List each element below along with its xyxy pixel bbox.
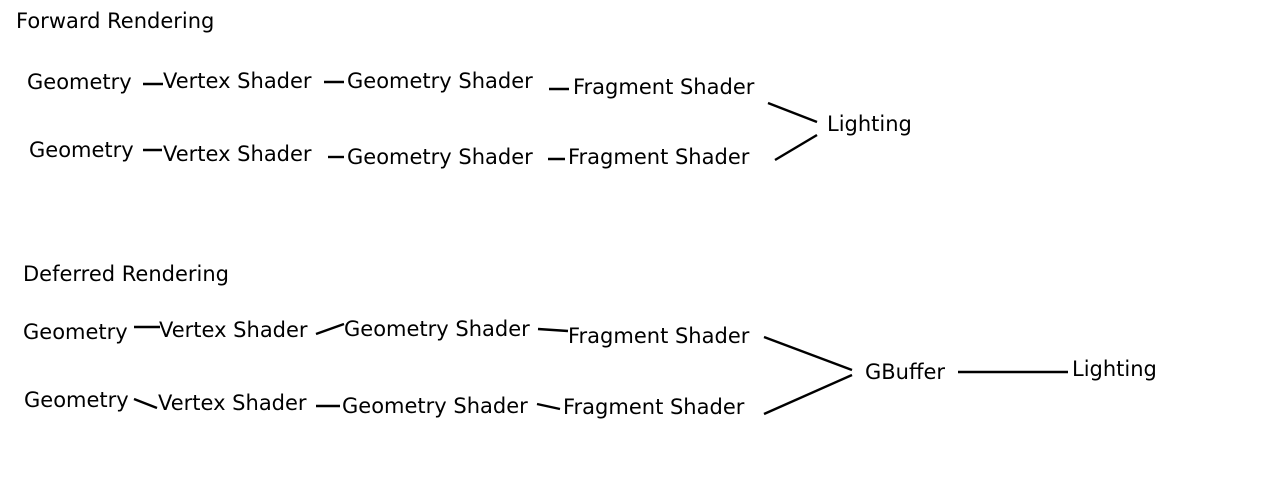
forward-p2-vertex-shader-node: Vertex Shader — [163, 142, 312, 166]
deferred-p1-fragment-shader-node: Fragment Shader — [568, 324, 750, 348]
forward-lighting-node: Lighting — [827, 112, 912, 136]
connector-line — [763, 335, 853, 372]
connector-line — [763, 373, 853, 416]
forward-rendering-title: Forward Rendering — [16, 9, 215, 33]
connector-line — [315, 322, 345, 336]
forward-p1-vertex-shader-node: Vertex Shader — [163, 69, 312, 93]
deferred-p1-vertex-shader-node: Vertex Shader — [159, 318, 308, 342]
connector-line — [767, 101, 818, 124]
connector-line — [537, 327, 569, 333]
forward-p1-geometry-shader-node: Geometry Shader — [347, 69, 533, 93]
forward-p2-geometry-shader-node: Geometry Shader — [347, 145, 533, 169]
forward-p1-fragment-shader-node: Fragment Shader — [573, 75, 755, 99]
deferred-gbuffer-node: GBuffer — [865, 360, 946, 384]
deferred-p2-fragment-shader-node: Fragment Shader — [563, 395, 745, 419]
deferred-p2-geometry-node: Geometry — [24, 388, 129, 412]
deferred-p1-geometry-shader-node: Geometry Shader — [344, 317, 530, 341]
forward-p2-geometry-node: Geometry — [29, 138, 134, 162]
connector-line — [133, 397, 158, 410]
deferred-rendering-title: Deferred Rendering — [23, 262, 230, 286]
forward-p1-geometry-node: Geometry — [27, 70, 132, 94]
deferred-p2-geometry-shader-node: Geometry Shader — [342, 394, 528, 418]
deferred-lighting-node: Lighting — [1072, 357, 1157, 381]
deferred-p2-vertex-shader-node: Vertex Shader — [158, 391, 307, 415]
connector-line — [774, 133, 818, 162]
deferred-p1-geometry-node: Geometry — [23, 320, 128, 344]
connector-line — [536, 402, 561, 411]
forward-p2-fragment-shader-node: Fragment Shader — [568, 145, 750, 169]
